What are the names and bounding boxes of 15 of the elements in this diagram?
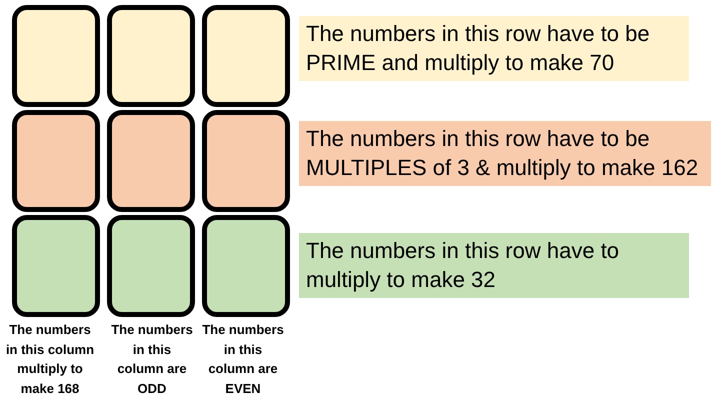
answer-box [202, 5, 290, 107]
answer-box [202, 215, 290, 317]
answer-box [12, 215, 100, 317]
column-clue-text: The numbers in this column are EVEN [201, 321, 285, 398]
answer-box [12, 5, 100, 107]
row-clue-banner: The numbers in this row have to be PRIME and multiply to make 70 [299, 16, 689, 81]
answer-box [107, 5, 195, 107]
column-clue-text: The numbers in this column multiply to make 168 [5, 321, 95, 398]
answer-box [12, 110, 100, 212]
column-clue-text: The numbers in this column are ODD [110, 321, 194, 398]
answer-box [107, 110, 195, 212]
row-clue-banner: The numbers in this row have to multiply to make 32 [299, 233, 689, 298]
row-clue-banner: The numbers in this row have to be MULTIPLES of 3 & multiply to make 162 [299, 121, 711, 186]
answer-box [202, 110, 290, 212]
answer-box [107, 215, 195, 317]
